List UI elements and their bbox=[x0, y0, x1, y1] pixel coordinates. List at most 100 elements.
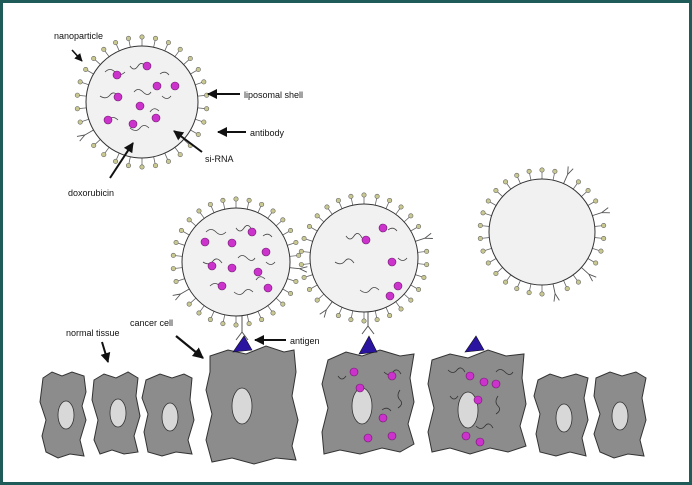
lipid-head bbox=[270, 310, 276, 316]
lipid-tail bbox=[81, 82, 89, 86]
lipid-head bbox=[220, 321, 226, 327]
lipid-tail bbox=[289, 255, 297, 257]
lipid-head bbox=[593, 260, 599, 266]
arrow-si-rna bbox=[173, 130, 203, 153]
lipid-tail bbox=[318, 216, 325, 223]
lipid-head bbox=[91, 142, 97, 148]
lipid-tail bbox=[506, 183, 512, 190]
lipid-head bbox=[77, 79, 83, 85]
lipid-tail bbox=[287, 278, 295, 282]
lipid-tail bbox=[310, 227, 318, 232]
lipid-tail bbox=[338, 307, 343, 314]
lipid-head bbox=[526, 168, 532, 174]
lipid-tail bbox=[484, 247, 492, 251]
cancer-cell-with-drug bbox=[321, 335, 415, 455]
lipid-tail bbox=[305, 274, 313, 278]
lipid-head bbox=[186, 301, 192, 307]
cancer-cell bbox=[205, 335, 299, 465]
lipid-tail bbox=[257, 311, 262, 318]
lipid-tail bbox=[197, 107, 205, 109]
lipid-tail bbox=[153, 156, 156, 164]
lipid-tail bbox=[563, 280, 567, 287]
lipid-head bbox=[314, 213, 320, 219]
lipid-head bbox=[514, 172, 520, 178]
lipid-head bbox=[575, 179, 581, 185]
lipid-head bbox=[139, 164, 145, 170]
normal-cell bbox=[593, 371, 647, 459]
lipid-head bbox=[270, 208, 276, 214]
lipid-tail bbox=[417, 251, 425, 253]
label-si-rna: si-RNA bbox=[205, 154, 234, 164]
lipid-head bbox=[153, 35, 159, 41]
lipid-tail bbox=[210, 206, 215, 213]
label-doxorubicin: doxorubicin bbox=[68, 188, 114, 198]
lipid-head bbox=[324, 204, 330, 210]
lipid-tail bbox=[587, 201, 595, 206]
antigen-marker bbox=[358, 335, 378, 355]
lipid-head bbox=[288, 290, 294, 296]
lipid-tail bbox=[199, 305, 205, 312]
lipid-head bbox=[288, 228, 294, 234]
lipid-head bbox=[233, 196, 239, 202]
lipid-head bbox=[186, 217, 192, 223]
bound-nanoparticle-full bbox=[170, 196, 308, 341]
lipid-head bbox=[170, 252, 176, 258]
lipid-tail bbox=[395, 301, 401, 308]
lipid-head bbox=[74, 106, 80, 112]
lipid-head bbox=[335, 197, 341, 203]
lipid-tail bbox=[287, 242, 295, 246]
lipid-head bbox=[280, 301, 286, 307]
antibody-icon bbox=[415, 232, 433, 242]
lipid-head bbox=[246, 321, 252, 327]
lipid-tail bbox=[275, 297, 282, 304]
lipid-head bbox=[585, 188, 591, 194]
lipid-tail bbox=[174, 147, 180, 154]
lipid-tail bbox=[79, 107, 87, 109]
label-cancer-cell: cancer cell bbox=[130, 318, 173, 328]
bound-nanoparticle-releasing bbox=[298, 192, 433, 335]
lipid-tail bbox=[497, 191, 503, 197]
lipid-head bbox=[113, 40, 119, 46]
lipid-tail bbox=[395, 208, 401, 215]
liposomal-shell bbox=[85, 45, 199, 159]
doxorubicin-molecules bbox=[349, 367, 397, 443]
si-rna-strands bbox=[447, 367, 514, 429]
lipid-head bbox=[173, 278, 179, 284]
lipid-tail bbox=[517, 280, 521, 287]
lipid-tail bbox=[210, 311, 215, 318]
lipid-tail bbox=[327, 208, 333, 215]
lipid-tail bbox=[497, 267, 503, 273]
lipid-head bbox=[101, 46, 107, 52]
lipid-head bbox=[177, 46, 183, 52]
cancer-cell-with-drug bbox=[427, 335, 527, 455]
lipid-tail bbox=[177, 242, 185, 246]
lipid-tail bbox=[594, 237, 602, 239]
label-normal-tissue: normal tissue bbox=[66, 328, 120, 338]
lipid-head bbox=[178, 228, 184, 234]
lipid-head bbox=[374, 317, 380, 323]
lipid-tail bbox=[175, 267, 183, 269]
label-liposomal-shell: liposomal shell bbox=[244, 90, 303, 100]
lipid-head bbox=[314, 297, 320, 303]
lipid-tail bbox=[374, 198, 378, 206]
lipid-tail bbox=[257, 206, 262, 213]
lipid-head bbox=[101, 152, 107, 158]
lipid-tail bbox=[572, 274, 578, 281]
lipid-head bbox=[296, 252, 302, 258]
label-antigen: antigen bbox=[290, 336, 320, 346]
lipid-head bbox=[125, 35, 131, 41]
lipid-tail bbox=[587, 258, 595, 263]
lipid-tail bbox=[246, 202, 250, 210]
lipid-head bbox=[298, 248, 304, 254]
lipid-head bbox=[298, 262, 304, 268]
lipid-tail bbox=[350, 198, 354, 206]
lipid-head bbox=[139, 34, 145, 40]
lipid-tail bbox=[517, 177, 521, 184]
lipid-head bbox=[165, 40, 171, 46]
normal-cell bbox=[91, 371, 141, 455]
lipid-head bbox=[113, 158, 119, 164]
lipid-fringe bbox=[74, 34, 210, 170]
lipid-tail bbox=[177, 278, 185, 282]
antibody-icon bbox=[563, 166, 574, 184]
arrow-cancer-cell bbox=[175, 335, 204, 359]
